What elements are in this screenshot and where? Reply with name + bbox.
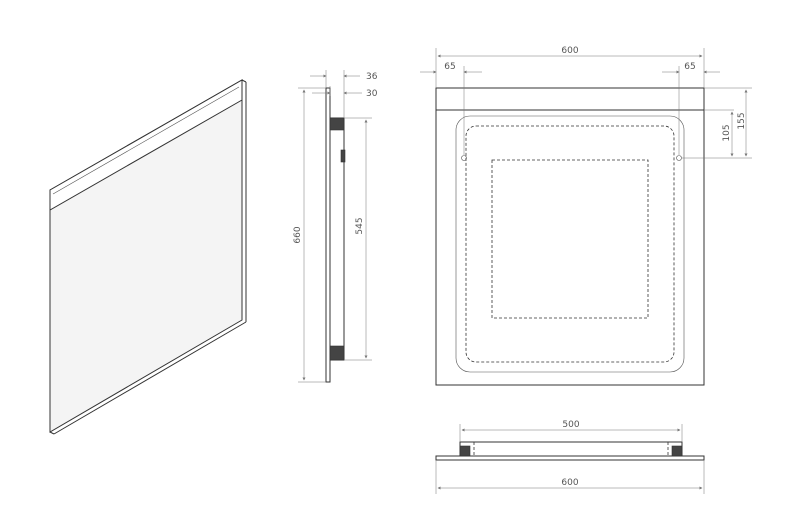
edge-thickness-top bbox=[241, 79, 247, 83]
mount-hole-left bbox=[461, 155, 467, 161]
dim-36-label: 36 bbox=[366, 72, 378, 82]
front-inner-border bbox=[455, 115, 685, 373]
side-view: 36 30 660 545 bbox=[293, 70, 378, 383]
dim-155-label: 155 bbox=[737, 112, 747, 129]
side-bracket-bottom bbox=[329, 345, 345, 361]
strip-inner-line bbox=[52, 86, 240, 195]
edge-thickness-bottom bbox=[53, 321, 247, 435]
front-led-outline bbox=[465, 125, 675, 363]
bottom-panel bbox=[435, 455, 705, 461]
mirror-face bbox=[49, 79, 243, 433]
bottom-bracket-right bbox=[671, 445, 683, 457]
front-back-box-hidden bbox=[491, 159, 649, 319]
dim-65-left-label: 65 bbox=[444, 62, 455, 72]
dim-30-label: 30 bbox=[366, 89, 378, 99]
bottom-back-box bbox=[459, 441, 683, 457]
dim-65-right-label: 65 bbox=[684, 62, 695, 72]
edge-thickness-corner bbox=[49, 431, 55, 435]
dim-105-label: 105 bbox=[722, 124, 732, 141]
bottom-view: 500 600 bbox=[435, 420, 705, 494]
mount-hole-right bbox=[676, 155, 682, 161]
isometric-view bbox=[49, 79, 247, 435]
side-fixing-clip bbox=[340, 149, 346, 163]
bottom-bracket-left bbox=[459, 445, 471, 457]
top-light-strip bbox=[49, 79, 243, 211]
front-view: 600 65 65 155 105 bbox=[420, 46, 752, 386]
dim-545-label: 545 bbox=[355, 217, 365, 234]
side-bracket-top bbox=[329, 117, 345, 131]
dim-600-top-label: 600 bbox=[561, 46, 578, 56]
dim-500-label: 500 bbox=[562, 420, 579, 430]
front-outline bbox=[435, 87, 705, 386]
dim-600-bottom-label: 600 bbox=[561, 478, 578, 488]
side-panel bbox=[325, 87, 331, 383]
dim-660-label: 660 bbox=[293, 226, 303, 243]
